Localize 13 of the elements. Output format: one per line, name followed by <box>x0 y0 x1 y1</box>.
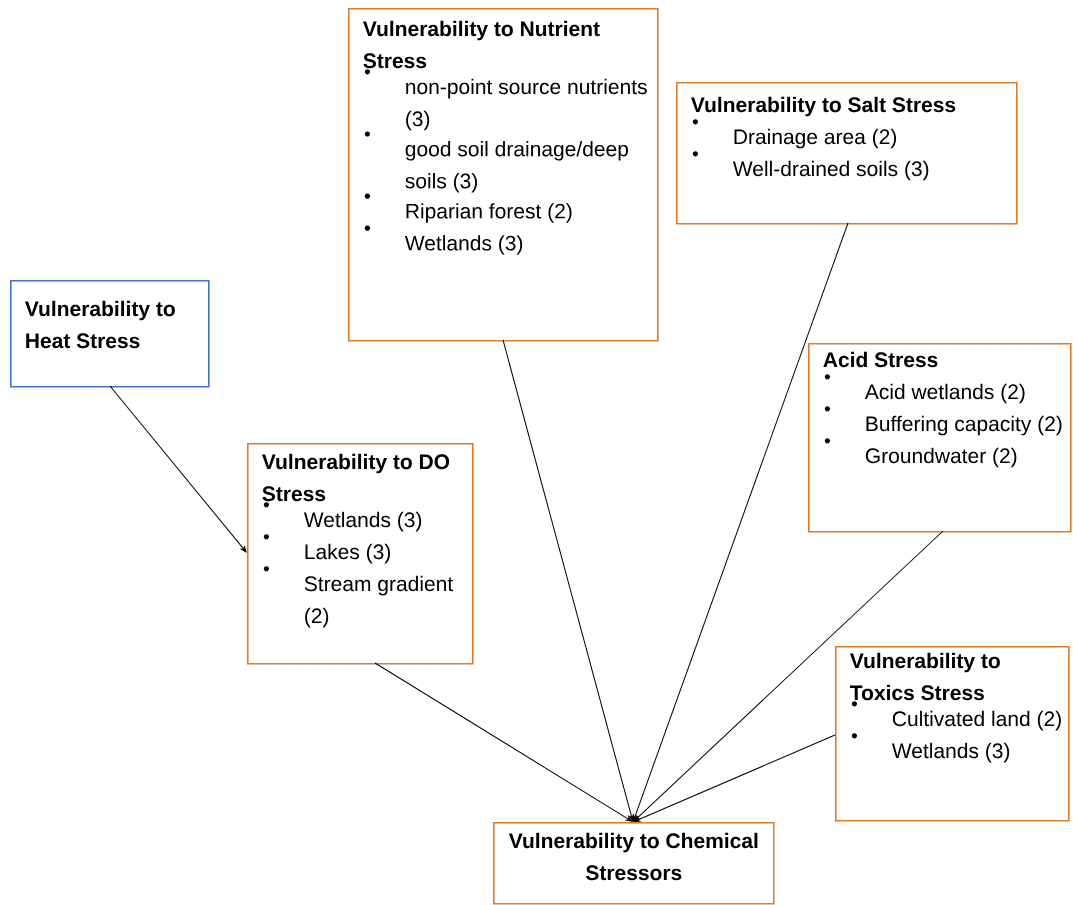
arrow <box>109 385 247 553</box>
text-box: Vulnerability to Chemical Stressors <box>493 822 775 905</box>
text-box: Vulnerability to DO Stress Wetlands (3) Lakes (3) Stream gradient (2) <box>247 443 474 665</box>
text-box: Vulnerability to Toxics Stress Cultivated land (2) Wetlands (3) <box>835 646 1070 822</box>
text-box: Acid Stress Acid wetlands (2) Buffering capacity (2) Groundwater (2) <box>808 343 1072 533</box>
arrow <box>633 734 836 822</box>
text-box: Vulnerability to Nutrient Stress non-point source nutrients (3) good soil drainage/deep soils (3) Riparian forest (2) Wetlands (3) <box>348 8 659 342</box>
text-box: Vulnerability to Heat Stress <box>10 280 210 388</box>
arrow <box>502 339 634 822</box>
arrow <box>374 662 633 822</box>
arrow <box>632 222 849 822</box>
arrow <box>633 530 944 822</box>
text-box: Vulnerability to Salt Stress Drainage area (2) Well-drained soils (3) <box>676 82 1018 225</box>
